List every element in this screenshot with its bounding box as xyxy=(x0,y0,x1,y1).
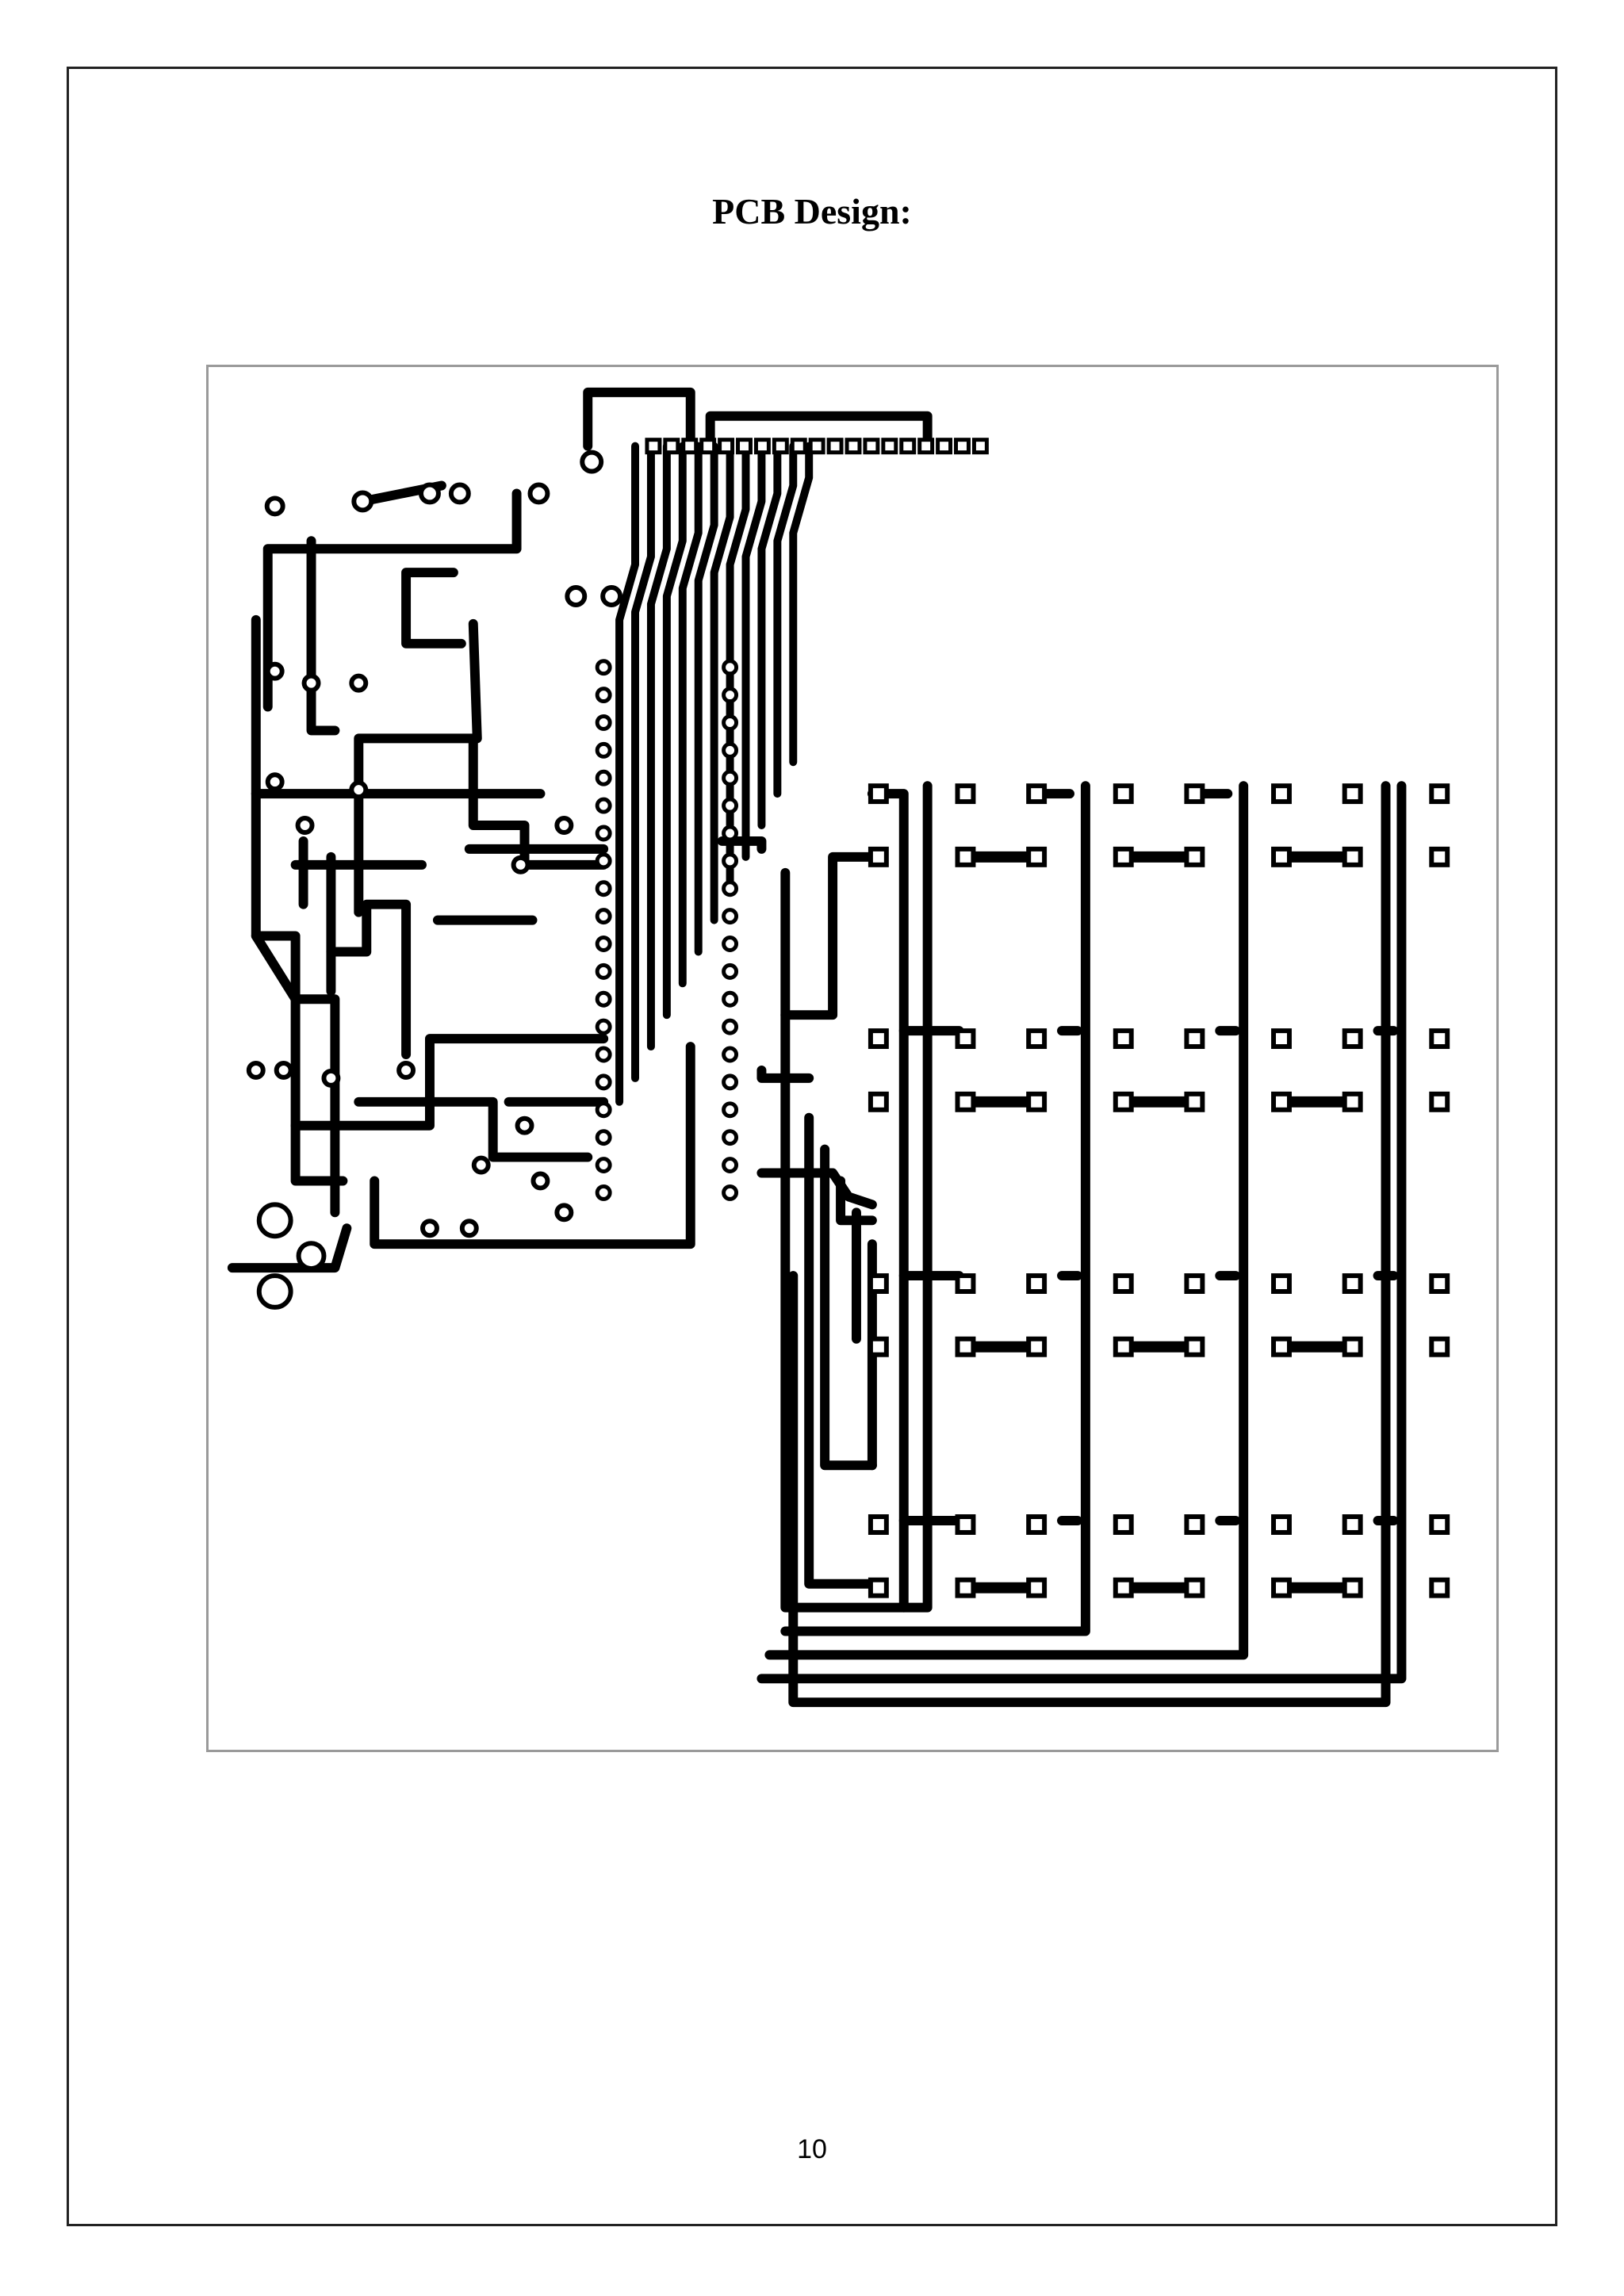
page-border xyxy=(67,67,1557,2226)
connector-traces xyxy=(227,387,933,1273)
page-title: PCB Design: xyxy=(712,191,912,232)
round-pads xyxy=(246,450,623,1310)
pcb-layout-drawing xyxy=(227,387,1450,1708)
ic-pins xyxy=(595,659,739,1201)
pcb-layout-figure xyxy=(206,365,1499,1752)
page-number: 10 xyxy=(797,2134,827,2164)
keypad-pads xyxy=(868,783,1450,1598)
pad-bridges xyxy=(961,851,1352,1594)
header-pads xyxy=(645,438,989,455)
matrix-traces xyxy=(717,781,1407,1708)
ribbon-traces xyxy=(615,442,814,1106)
